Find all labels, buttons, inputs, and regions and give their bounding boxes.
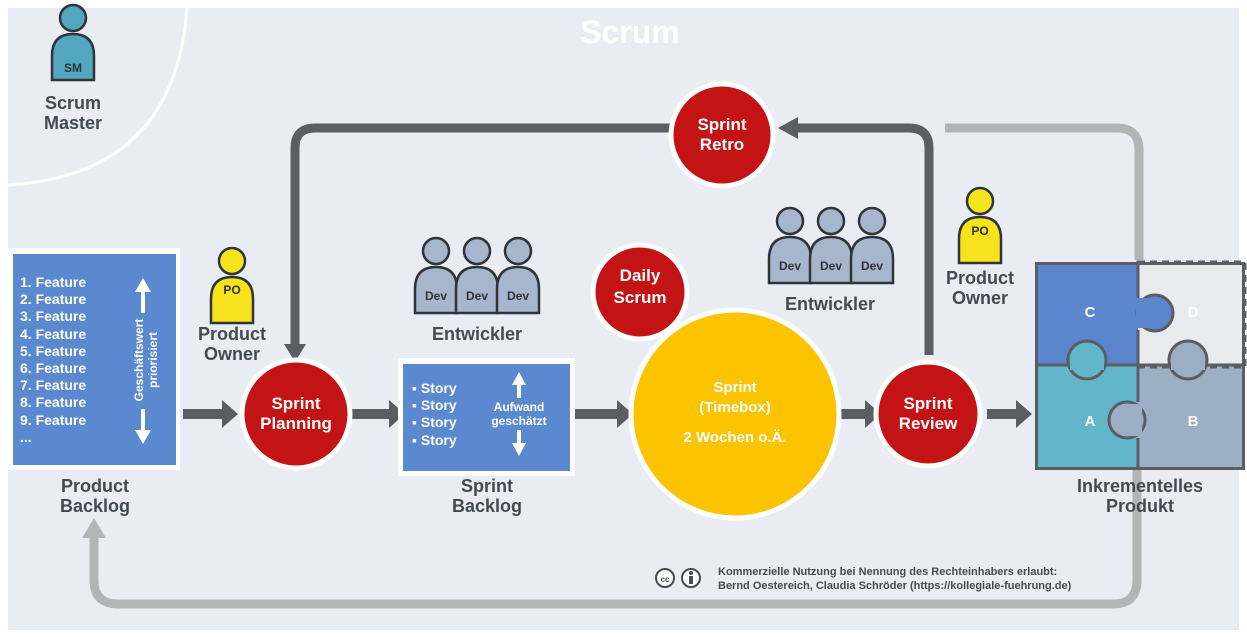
value-arrows <box>135 278 526 456</box>
list-item: 7. Feature <box>20 377 87 394</box>
increment-label-line1: Inkrementelles <box>1076 476 1204 496</box>
svg-text:cc: cc <box>661 575 670 584</box>
sprint-planning-label-line2: Planning <box>260 414 332 433</box>
product-owner-label-line2: Owner <box>951 288 1008 308</box>
sprint-backlog-label-line1: Sprint <box>461 476 513 496</box>
effort-label-line1: Aufwand <box>493 400 545 414</box>
list-item: ▪ Story <box>412 414 457 431</box>
product-backlog-label-line1: Product <box>60 476 129 496</box>
developer-badge: Dev <box>860 259 883 273</box>
list-item: 8. Feature <box>20 394 87 411</box>
effort-label-line2: geschätzt <box>491 414 547 428</box>
developers-label: Entwickler <box>431 324 523 344</box>
developer-badge: Dev <box>819 259 842 273</box>
return-arrow <box>89 444 1142 609</box>
sprint-backlog-box <box>403 364 570 471</box>
flow-arrows <box>183 400 1032 428</box>
product-owner-label-line1: Product <box>197 324 266 344</box>
scrum-master-arc <box>7 7 189 187</box>
product-owner-label-line2: Owner <box>203 344 260 364</box>
daily-scrum-label-line2: Scrum <box>613 288 667 307</box>
retro-to-planning-arrow <box>290 123 670 348</box>
scrum-master-label-line1: Scrum <box>44 93 102 113</box>
developer-badge: Dev <box>424 289 447 303</box>
sprint-circle <box>628 307 842 521</box>
cc-icon <box>655 568 675 588</box>
sprint-review-circle <box>873 359 983 469</box>
developer-badge: Dev <box>778 259 801 273</box>
business-value-label-line1: Geschäftswert <box>132 318 146 402</box>
increment-piece-a: A <box>1084 413 1096 430</box>
license-notice: Kommerzielle Nutzung bei Nennung des Rec… <box>718 566 1058 578</box>
daily-scrum-label-line1: Daily <box>619 266 661 285</box>
sprint-review-label-line2: Review <box>898 414 958 433</box>
list-item: 2. Feature <box>20 291 87 308</box>
story-list: ▪ Story ▪ Story ▪ Story ▪ Story <box>412 380 457 449</box>
author-credit: Bernd Oestereich, Claudia Schröder (http… <box>718 580 1072 592</box>
business-value-label-line2: priorisiert <box>146 332 160 389</box>
scrum-master-label-line2: Master <box>43 113 103 133</box>
increment-piece-b: B <box>1187 413 1199 430</box>
scrum-master-badge: SM <box>64 61 82 75</box>
feature-list: 1. Feature 2. Feature 3. Feature 4. Feat… <box>20 274 86 446</box>
product-owner-badge: PO <box>223 283 241 297</box>
sprint-label-line1: Sprint <box>713 379 757 396</box>
sprint-label-line2: (Timebox) <box>699 399 771 416</box>
sprint-planning-circle <box>239 357 353 471</box>
return-arrow-head <box>82 518 106 538</box>
increment-piece-c: C <box>1084 304 1096 321</box>
sprint-backlog-label-line2: Backlog <box>451 496 523 516</box>
daily-scrum-circle <box>590 242 690 342</box>
page-title: Scrum <box>580 14 680 50</box>
sprint-retro-label-line1: Sprint <box>697 115 747 134</box>
list-item: ... <box>20 428 32 445</box>
developers-label: Entwickler <box>784 294 876 314</box>
list-item: 3. Feature <box>20 308 87 325</box>
increment-piece-d: D <box>1187 304 1199 321</box>
retro-to-planning-head <box>284 344 306 362</box>
list-item: 6. Feature <box>20 360 87 377</box>
sprint-retro-circle <box>668 81 776 189</box>
increment-puzzle <box>1035 260 1247 470</box>
developer-badge: Dev <box>465 289 488 303</box>
developer-badge: Dev <box>506 289 529 303</box>
sprint-duration: 2 Wochen o.Ä. <box>683 429 787 446</box>
sprint-retro-label-line2: Retro <box>699 135 745 154</box>
list-item: 9. Feature <box>20 411 87 428</box>
review-to-retro-arrow <box>792 123 934 355</box>
list-item: ▪ Story <box>412 431 457 448</box>
increment-feedback-line <box>945 123 1144 260</box>
sprint-review-label-line1: Sprint <box>903 394 953 413</box>
list-item: 5. Feature <box>20 342 87 359</box>
list-item: ▪ Story <box>412 380 457 396</box>
sprint-planning-label-line1: Sprint <box>271 394 321 413</box>
list-item: ▪ Story <box>412 397 457 414</box>
review-to-retro-head <box>778 117 798 139</box>
increment-label-line2: Produkt <box>1105 496 1174 516</box>
product-owner-label-line1: Product <box>945 268 1014 288</box>
product-backlog-label-line2: Backlog <box>59 496 131 516</box>
list-item: 1. Feature <box>20 274 87 290</box>
list-item: 4. Feature <box>20 325 87 342</box>
product-owner-badge: PO <box>971 224 989 238</box>
